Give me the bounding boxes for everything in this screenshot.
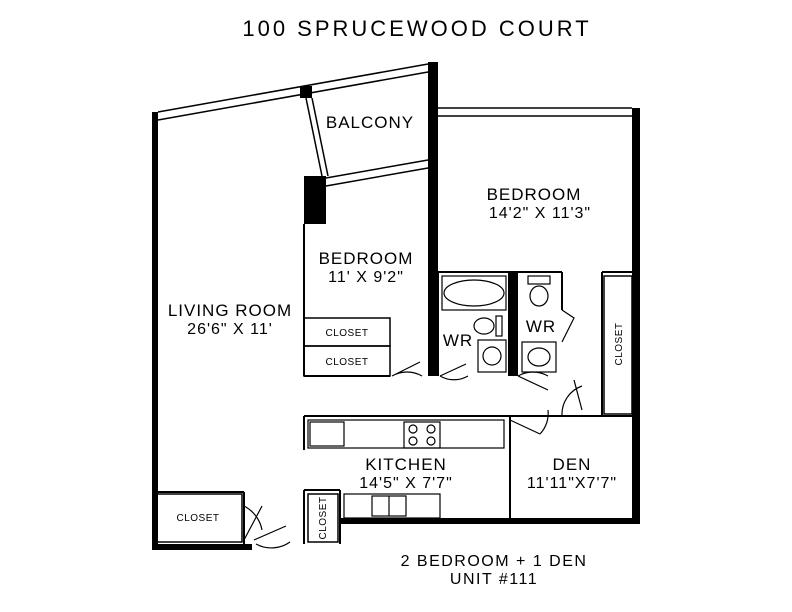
second-bedroom-label: BEDROOM — [319, 249, 414, 268]
toilet-icon — [473, 317, 495, 335]
stove-icon — [403, 421, 441, 449]
living-room-dims: 26'6" X 11' — [187, 321, 273, 338]
unit-number: UNIT #111 — [450, 571, 538, 588]
master-bedroom-dims: 14'2" X 11'3" — [489, 205, 591, 222]
bathtub-icon — [441, 275, 507, 311]
master-bedroom-label: BEDROOM — [487, 185, 582, 204]
window-walls — [157, 63, 632, 187]
sink-icon — [477, 339, 507, 373]
unit-type: 2 BEDROOM + 1 DEN — [401, 553, 588, 570]
living-room-label: LIVING ROOM — [168, 301, 292, 320]
closet-boxes — [153, 275, 633, 543]
kitchen-dims: 14'5" X 7'7" — [359, 475, 453, 492]
den-label: DEN — [553, 455, 592, 474]
fixtures — [307, 275, 557, 519]
closet-label: CLOSET — [614, 322, 625, 365]
wr-label: WR — [443, 331, 473, 350]
toilet-icon — [529, 285, 549, 307]
fridge-icon — [309, 421, 345, 447]
doors — [243, 309, 583, 549]
kitchen-label: KITCHEN — [365, 455, 447, 474]
exterior-walls — [152, 62, 640, 550]
closet-label: CLOSET — [318, 496, 329, 539]
balcony-label: BALCONY — [326, 113, 414, 132]
closet-label: CLOSET — [325, 357, 368, 368]
wr-label: WR — [526, 317, 556, 336]
closet-label: CLOSET — [325, 328, 368, 339]
second-bedroom-dims: 11' X 9'2" — [328, 269, 404, 286]
closet-label: CLOSET — [176, 513, 219, 524]
wr-divider-wall — [508, 272, 518, 376]
sink-icon — [521, 341, 557, 373]
plan-title: 100 SPRUCEWOOD COURT — [242, 16, 591, 41]
den-dims: 11'11"X7'7" — [527, 475, 617, 492]
